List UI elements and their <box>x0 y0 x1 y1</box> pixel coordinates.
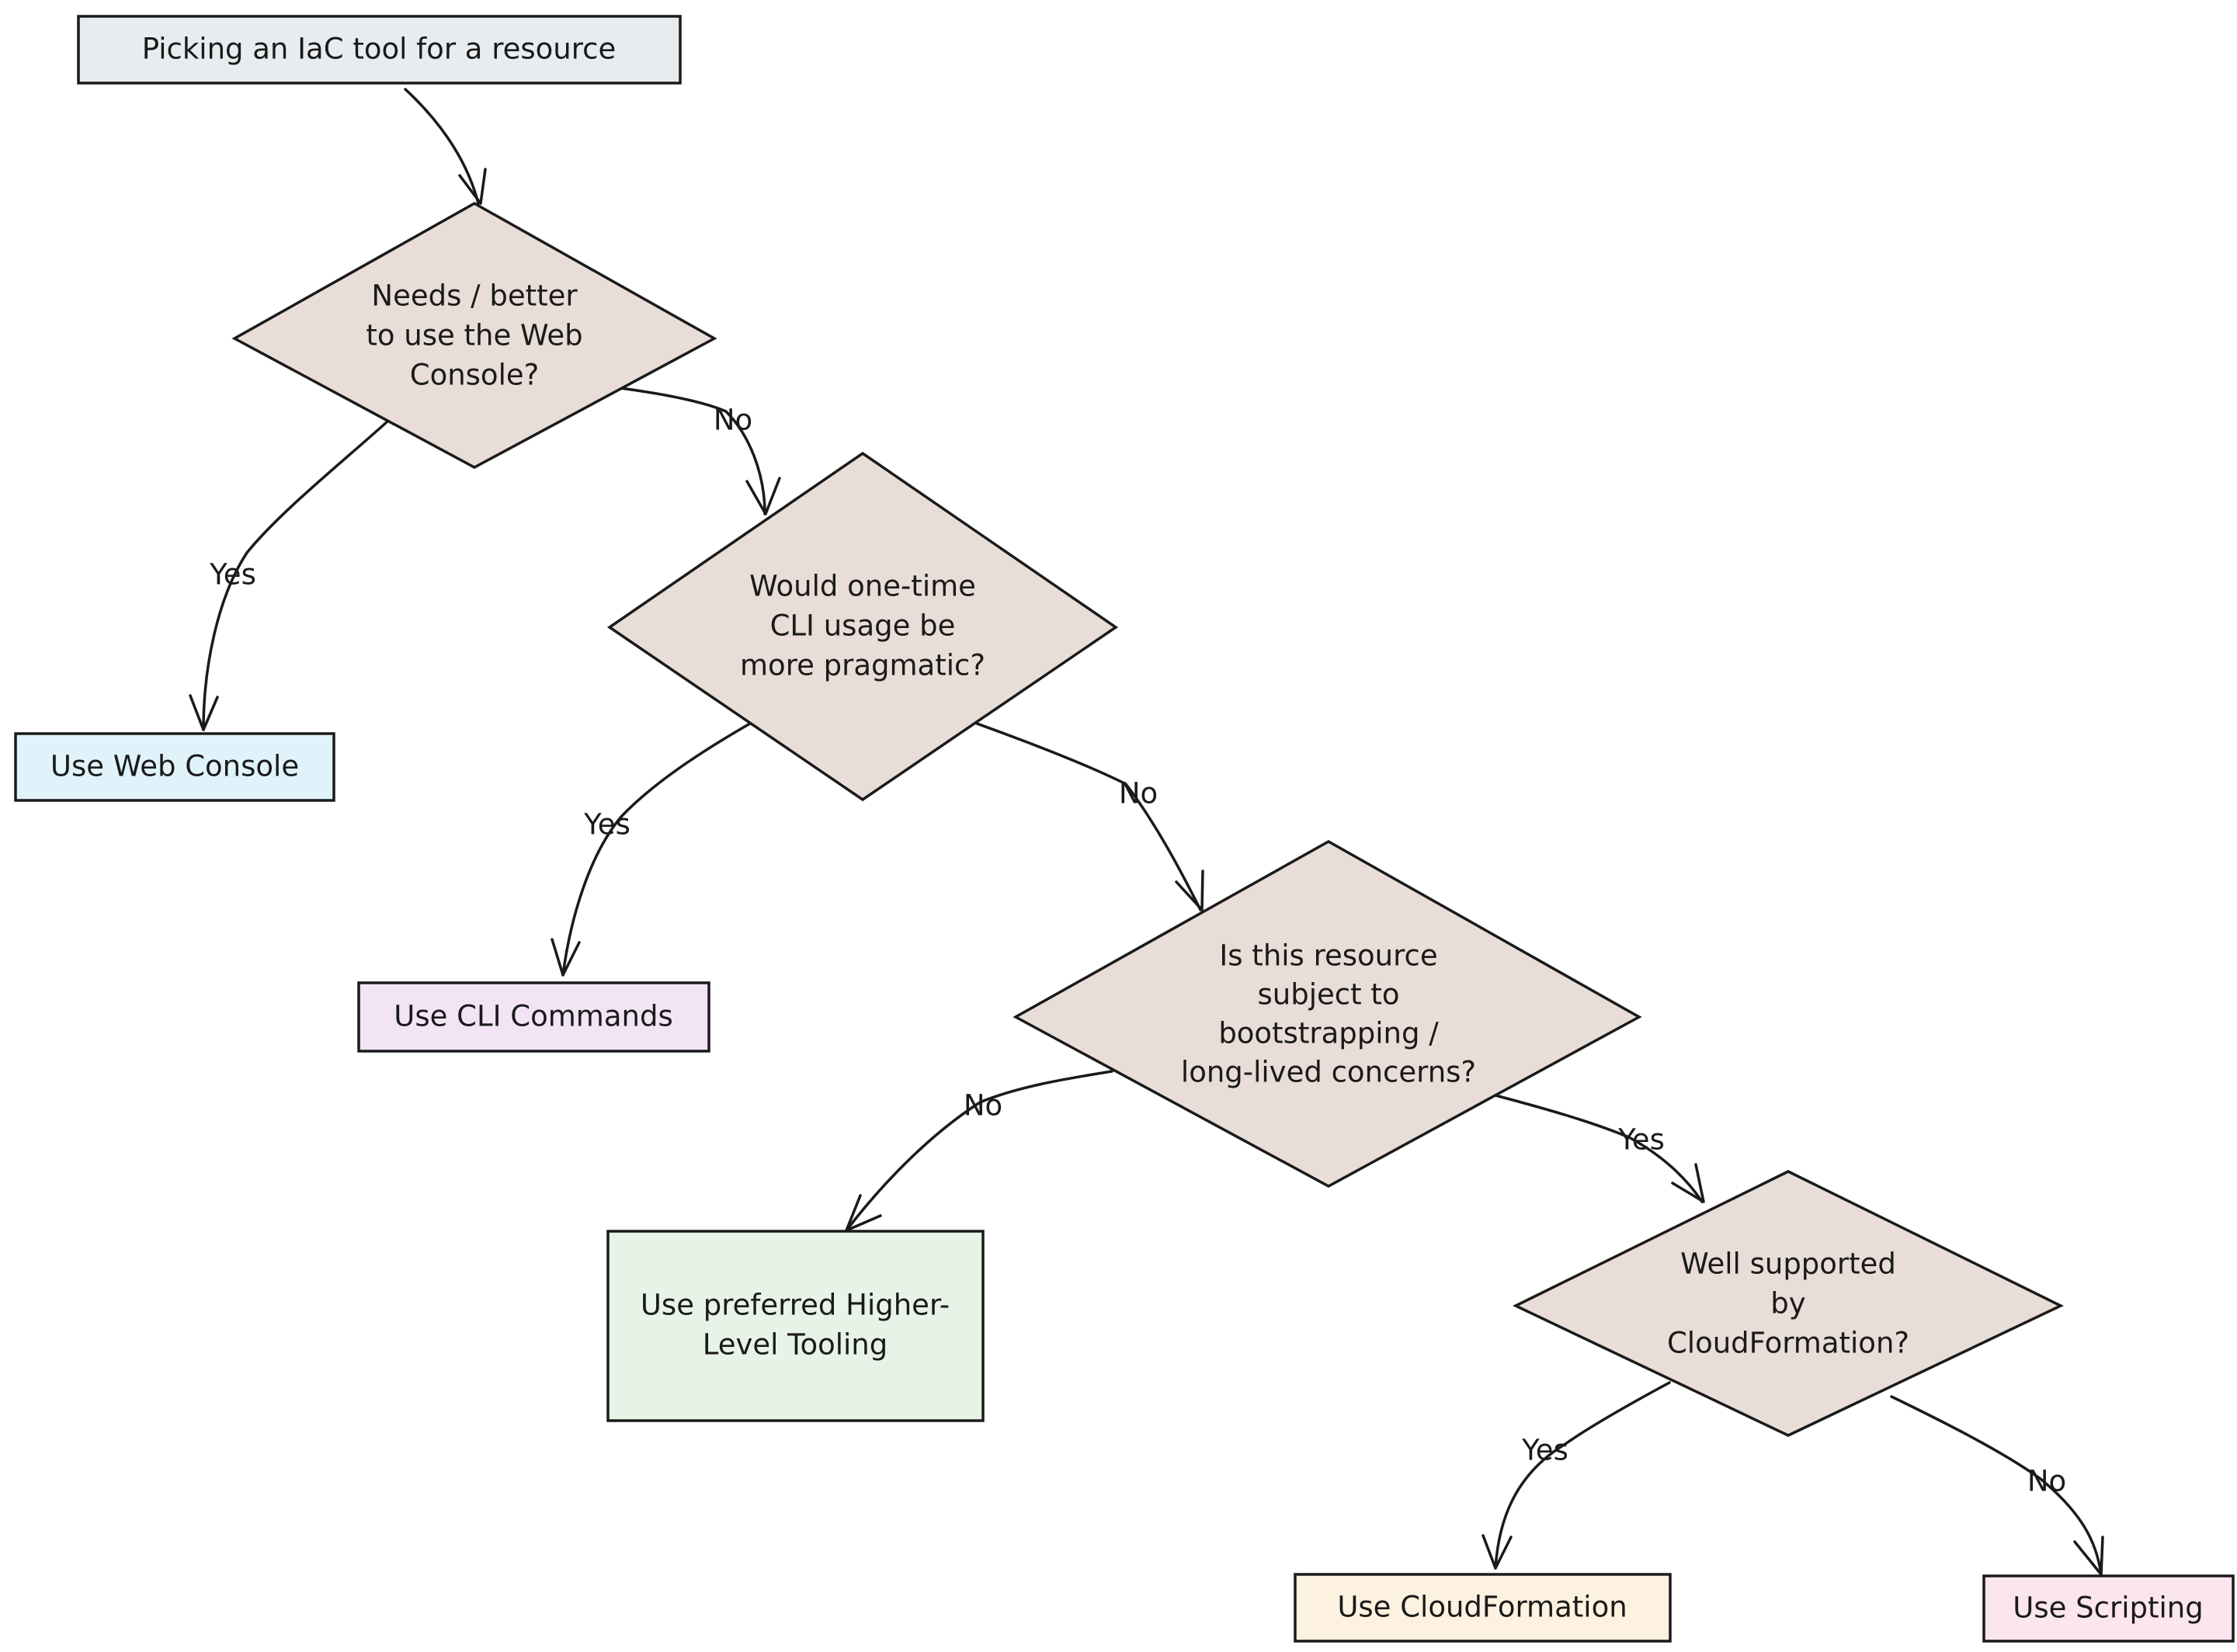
result-cloudformation: Use CloudFormation <box>1294 1573 1672 1643</box>
result-web-console: Use Web Console <box>14 732 335 802</box>
result-cloudformation-label: Use CloudFormation <box>1337 1591 1627 1624</box>
result-scripting: Use Scripting <box>1982 1574 2235 1643</box>
result-cli-commands: Use CLI Commands <box>357 981 710 1053</box>
result-cli-commands-label: Use CLI Commands <box>394 1000 672 1033</box>
decision-cli-usage: Would one-time CLI usage be more pragmat… <box>606 451 1119 802</box>
edge-bootstrap-no <box>845 1070 1113 1232</box>
arrowhead-icon <box>745 477 781 515</box>
decision-web-console-line-3: Console? <box>410 359 540 392</box>
edge-label-cfn-no: No <box>2027 1465 2066 1498</box>
decision-cli-usage-line-3: more pragmatic? <box>740 649 985 682</box>
decision-web-console-line-2: to use the Web <box>366 319 582 352</box>
decision-bootstrapping-line-3: bootstrapping / <box>1218 1017 1439 1050</box>
decision-cloudformation-line-3: CloudFormation? <box>1667 1327 1909 1360</box>
start-node-label: Picking an IaC tool for a resource <box>142 33 617 66</box>
decision-cloudformation: Well supported by CloudFormation? <box>1512 1170 2065 1437</box>
decision-cli-usage-line-2: CLI usage be <box>770 609 956 643</box>
arrowhead-icon <box>1671 1163 1705 1203</box>
arrowhead-icon <box>1175 869 1204 911</box>
edge-label-console-no: No <box>714 404 752 437</box>
edge-cfn-no <box>1890 1395 2103 1576</box>
arrowhead-icon <box>189 694 219 731</box>
result-higher-level-tooling: Use preferred Higher- Level Tooling <box>606 1230 985 1422</box>
edge-label-cli-yes: Yes <box>583 808 630 842</box>
edge-cfn-yes <box>1494 1381 1671 1570</box>
edge-label-bootstrap-yes: Yes <box>1617 1123 1665 1157</box>
decision-bootstrapping-line-4: long-lived concerns? <box>1181 1056 1476 1089</box>
edge-start-to-console-question <box>404 88 480 205</box>
edge-bootstrap-yes <box>1494 1094 1704 1203</box>
decision-cli-usage-line-1: Would one-time <box>749 570 976 603</box>
edge-label-cli-no: No <box>1119 777 1158 810</box>
result-higher-level-line-1: Use preferred Higher- <box>641 1289 950 1322</box>
arrowhead-icon <box>551 938 581 977</box>
decision-bootstrapping: Is this resource subject to bootstrappin… <box>1013 839 1642 1188</box>
edge-cli-no <box>975 722 1202 911</box>
edge-label-bootstrap-no: No <box>964 1089 1002 1123</box>
edge-cli-yes <box>561 722 752 977</box>
arrowhead-icon <box>458 168 487 205</box>
decision-bootstrapping-line-1: Is this resource <box>1219 939 1437 973</box>
decision-web-console-line-1: Needs / better <box>371 279 578 313</box>
decision-cloudformation-line-1: Well supported <box>1680 1248 1896 1281</box>
decision-bootstrapping-line-2: subject to <box>1257 978 1399 1012</box>
arrowhead-icon <box>2073 1536 2104 1576</box>
edge-label-console-yes: Yes <box>209 558 256 592</box>
result-higher-level-line-2: Level Tooling <box>703 1328 888 1362</box>
arrowhead-icon <box>1481 1534 1513 1570</box>
result-web-console-label: Use Web Console <box>50 750 299 783</box>
edge-console-yes <box>202 419 390 731</box>
edge-label-cfn-yes: Yes <box>1521 1434 1568 1467</box>
decision-web-console: Needs / better to use the Web Console? <box>231 201 717 469</box>
decision-cloudformation-line-2: by <box>1770 1287 1805 1321</box>
start-node: Picking an IaC tool for a resource <box>77 15 682 85</box>
edge-console-no <box>607 385 766 515</box>
result-scripting-label: Use Scripting <box>2013 1591 2203 1625</box>
